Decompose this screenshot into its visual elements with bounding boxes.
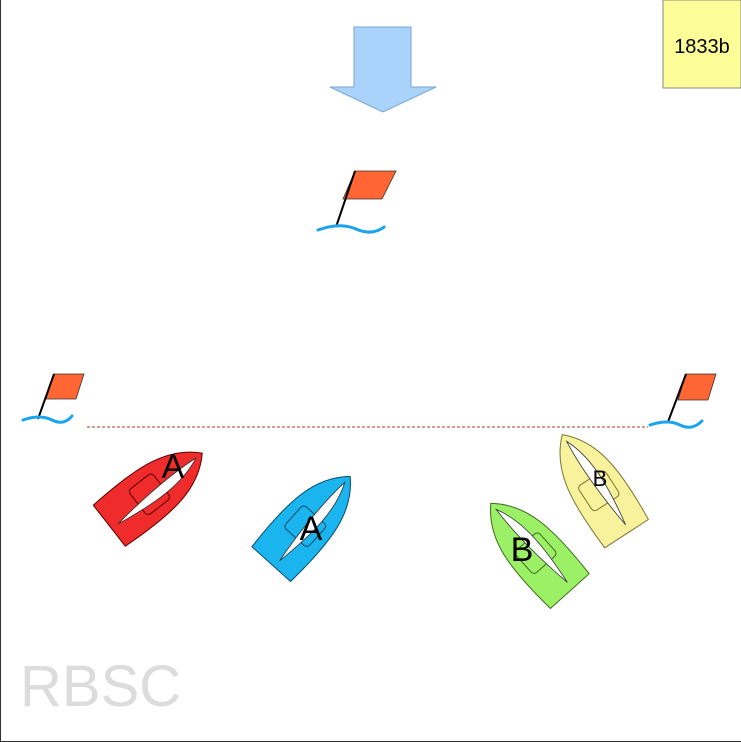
wind-arrow-icon [330, 27, 436, 112]
boat-label: B [593, 466, 608, 491]
start-mark-left [23, 374, 84, 422]
boat-label: A [162, 448, 185, 486]
diagram-id-badge: 1833b [663, 0, 741, 88]
water-wave-icon [318, 226, 384, 232]
watermark-text: RBSC [20, 654, 181, 719]
water-wave-icon [650, 421, 702, 427]
windward-mark [318, 171, 396, 232]
boat-label: A [300, 510, 323, 548]
boat-label: B [511, 531, 534, 569]
diagram-id-text: 1833b [674, 36, 730, 58]
boat-a-red [92, 432, 219, 548]
water-wave-icon [23, 416, 72, 422]
start-mark-right [650, 374, 716, 427]
